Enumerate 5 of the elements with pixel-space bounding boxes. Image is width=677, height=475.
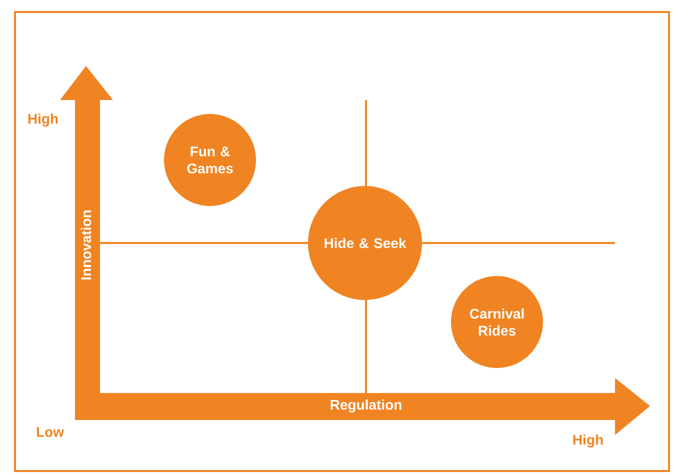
axis-value: High xyxy=(573,434,603,448)
axis-title: Innovation xyxy=(80,210,92,280)
axis-value: High xyxy=(28,113,58,127)
axis-title: Regulation xyxy=(330,399,402,413)
axis-value: Low xyxy=(36,427,64,437)
